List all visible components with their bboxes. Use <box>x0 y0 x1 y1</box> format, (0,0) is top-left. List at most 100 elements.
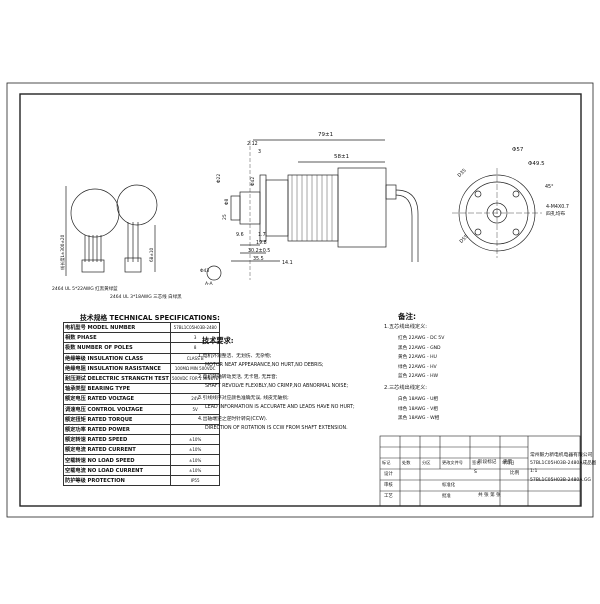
requirement-line: 3.引线线序对应颜色准确无误, 线皮无破损; <box>198 396 289 401</box>
small-detail-circle <box>206 265 222 281</box>
front-housing <box>265 179 289 237</box>
thread-note: 4-M4X0.7 <box>546 205 569 210</box>
end-view-hole-4 <box>512 228 520 236</box>
spec-label: 耐压测试 DELECTRIC STRANGTH TEST <box>63 372 171 385</box>
title-block-role-label: 设计 <box>384 472 393 477</box>
cable-inner <box>395 194 413 262</box>
wire5-entry: 绿色 22AWG - HV <box>398 364 437 370</box>
dim-dia-shaft: Φ8 <box>225 198 230 205</box>
requirement-line: MOTOR NEAT APPEARANCE,NO HURT,NO DEBRIS; <box>205 362 324 368</box>
wire3-entry: 白色 18AWG - U相 <box>398 397 439 402</box>
sheet-label: S <box>474 470 477 475</box>
dim-total-length: 79±1 <box>318 132 334 138</box>
title-block-role-label: 工艺 <box>384 494 393 499</box>
notes-title: 备注: <box>398 312 416 321</box>
requirement-line: 4.出轴端逆之逆时针转向(CCW). <box>198 417 268 422</box>
company-name: 常州毅力新电机电器有限公司 <box>530 453 593 458</box>
drawing-name: 57BL1C05H03B-2480A成品图 <box>530 461 597 466</box>
title-block-role-label: 标准化 <box>442 483 456 488</box>
dim-25: 25 <box>223 214 228 220</box>
dim-3: 3 <box>258 150 262 155</box>
title-block-header-cell: 分区 <box>422 460 431 465</box>
cable <box>395 189 419 262</box>
requirement-line: 2.电机转轴转动灵活, 无卡阻, 无异音; <box>198 375 278 380</box>
weight-label: 重量 <box>503 460 513 465</box>
side-view-motor-flange <box>70 188 120 238</box>
wire5-entry: 黑色 22AWG - GND <box>398 345 441 351</box>
spec-row: 额定转速 RATED SPEED±10% <box>63 434 221 446</box>
spec-label: 空载转速 NO LOAD SPEED <box>63 454 171 466</box>
dim-dia-boss: Φ22 <box>217 173 222 183</box>
wire-note-1: 2464 UL 5*22AWG 红黑黄绿蓝 <box>52 287 118 292</box>
requirement-line: DIRECTION OF ROTATION IS CCW FROM SHAFT … <box>205 425 348 431</box>
spec-value: ±10% <box>169 444 221 456</box>
dim-14-1: 14.1 <box>282 261 293 266</box>
dim-left-vertical: 线长度L±300±20 <box>60 234 65 270</box>
spec-label: 相数 PHASE <box>63 332 171 344</box>
scale-value: 1:1 <box>530 469 538 474</box>
spec-label: 额定电压 RATED VOLTAGE <box>63 393 171 405</box>
spec-row: 额定功率 RATED POWER <box>63 423 221 436</box>
title-block-role-label: 审核 <box>384 483 393 488</box>
dim-19-8: 19.8 <box>256 241 267 246</box>
spec-heading: 技术规格 TECHNICAL SPECIFICATIONS: <box>80 314 220 322</box>
spec-value: IP55 <box>169 474 221 487</box>
side-view-connector-2 <box>124 257 142 273</box>
side-view-wires-3 <box>127 222 139 262</box>
requirement-line: LEAD INFORMATION IS ACCURATE AND LEADS H… <box>205 404 355 410</box>
spec-label: 空载电流 NO LOAD CURRENT <box>63 464 171 476</box>
requirement-line: 1.电机外观整洁、无划伤、无杂物; <box>198 354 272 359</box>
spec-value: ±10% <box>169 464 221 476</box>
cable-gland <box>385 184 397 200</box>
side-view-connector-1 <box>81 259 105 273</box>
flange-plate <box>259 174 267 242</box>
ratio-label: 比例 <box>510 471 520 476</box>
dim-45deg: 45° <box>545 185 554 190</box>
title-block <box>379 435 581 507</box>
wire3-entry: 绿色 18AWG - V相 <box>398 406 438 412</box>
dim-30-2: 30.2±0.5 <box>248 249 271 254</box>
spec-label: 轴承类型 BEARING TYPE <box>63 383 171 395</box>
wire3-entry: 黑色 18AWG - W相 <box>398 416 440 421</box>
spec-label: 额定电流 RATED CURRENT <box>63 444 171 456</box>
spec-row: 空载转速 NO LOAD SPEED±10% <box>63 454 221 466</box>
spec-row: 空载电流 NO LOAD CURRENT±10% <box>63 464 221 476</box>
requirements-title: 技术要求: <box>202 336 234 345</box>
spec-label: 额定转速 RATED SPEED <box>63 434 171 446</box>
inner-border <box>19 93 582 507</box>
dim-9-6: 9.6 <box>236 233 244 238</box>
title-block-header-cell: 更改文件号 <box>442 460 463 465</box>
dim-phi43: Φ43 <box>200 269 210 274</box>
spec-row: 额定扭矩 RATED TORQUE <box>63 413 221 425</box>
end-view-hole-3 <box>474 228 482 236</box>
notes-section-2: 2.三芯线出线定义: <box>384 385 428 391</box>
shaft-tip <box>230 195 241 221</box>
side-view-motor-end <box>116 184 158 226</box>
spec-value: ±10% <box>169 454 221 466</box>
end-view-hole-1 <box>474 190 482 198</box>
sheets-label: 共 张 第 张 <box>478 493 501 498</box>
spec-row: 轴承类型 BEARING TYPE <box>63 383 221 395</box>
dim-35-5: 35.5 <box>253 257 264 262</box>
dim-1-7: 1.7 <box>258 233 266 238</box>
spec-label: 调速电压 CONTROL VOLTAGE <box>63 403 171 415</box>
notes-section-1: 1.五芯线出线定义: <box>384 324 428 330</box>
spec-label: 绝缘等级 INSULATION CLASS <box>63 352 171 364</box>
dim-2-12: 2.12 <box>247 142 258 147</box>
title-block-header-cell: 签名 <box>472 460 481 465</box>
spec-row: 额定电流 RATED CURRENT±10% <box>63 444 221 456</box>
end-view-hole-2 <box>512 190 520 198</box>
dim-phi49-5: Φ49.5 <box>528 161 545 167</box>
dim-dia-end: Φ42 <box>251 176 256 186</box>
wire-note-2: 2464 UL 3*18AWG 三芯线 白绿黑 <box>110 295 182 300</box>
front-view <box>206 139 419 281</box>
